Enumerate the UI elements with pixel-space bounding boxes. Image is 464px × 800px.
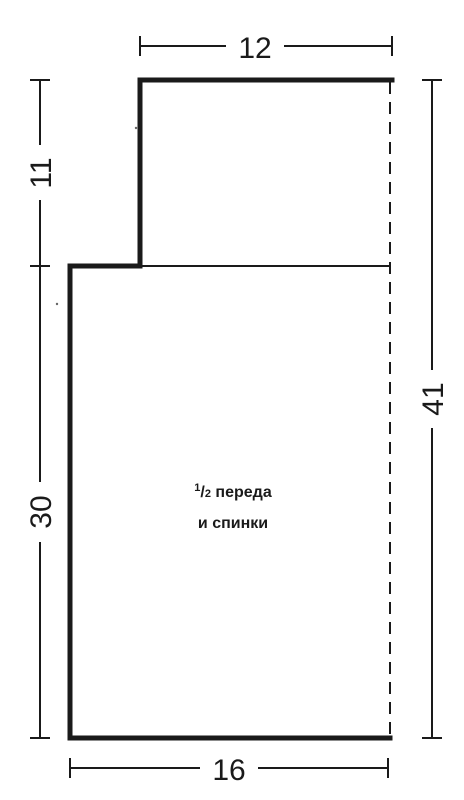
piece-label-line-2: и спинки — [198, 515, 268, 532]
total-height-label: 41 — [417, 382, 450, 415]
top-width-dimension — [139, 36, 393, 56]
total-height-dimension — [422, 79, 442, 739]
speck — [55, 302, 59, 306]
pattern-outline — [67, 77, 395, 741]
upper-height-label: 11 — [25, 157, 58, 188]
upper-height-dimension — [30, 79, 50, 266]
lower-height-dimension — [30, 266, 50, 739]
bottom-width-label: 16 — [212, 754, 245, 787]
lower-height-label: 30 — [25, 495, 58, 528]
top-width-label: 12 — [238, 32, 271, 65]
bottom-width-dimension — [69, 758, 389, 778]
speck — [134, 126, 138, 130]
piece-label-line-1: 1/2 переда — [194, 482, 272, 501]
